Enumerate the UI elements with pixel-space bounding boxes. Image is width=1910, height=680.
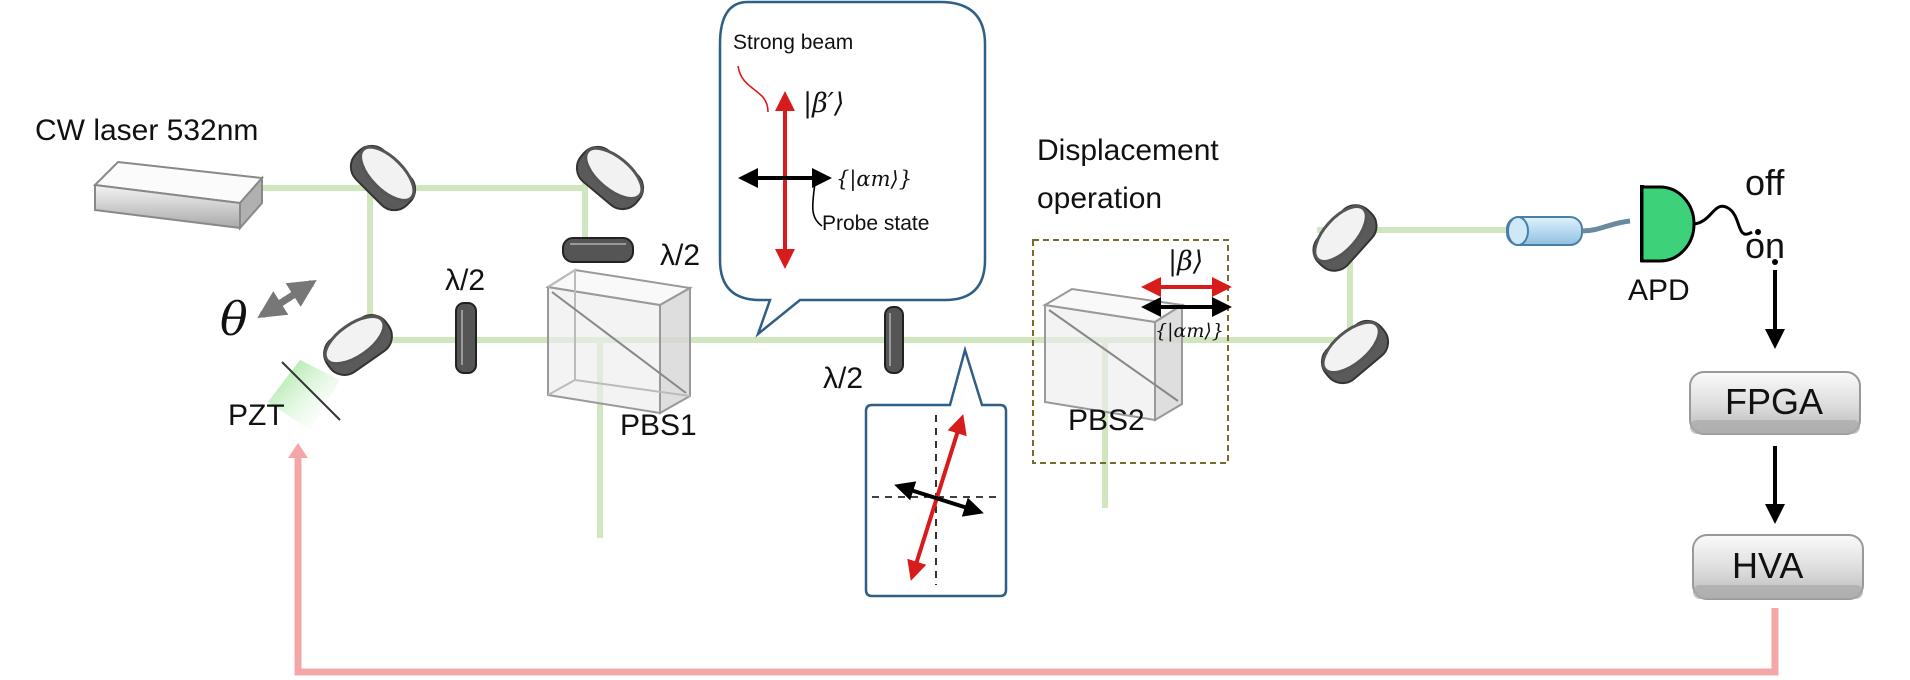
hva-label: HVA <box>1732 545 1803 586</box>
alpha-m-set-2: {|αm⟩} <box>1155 320 1224 342</box>
fpga-label: FPGA <box>1725 381 1823 422</box>
waveplate-icon <box>884 306 904 374</box>
beta-prime-ket: |β′⟩ <box>803 88 844 119</box>
half-wave-label-2: λ/2 <box>660 239 700 272</box>
beta-ket: |β⟩ <box>1168 246 1203 277</box>
mirror-icon <box>349 144 417 212</box>
alpha-m-set-1: {|αm⟩} <box>836 167 912 192</box>
strong-beam-label: Strong beam <box>733 31 853 54</box>
mirror-icon <box>323 314 393 376</box>
on-label: on <box>1745 225 1785 266</box>
rotated-probe-arrow <box>894 481 984 517</box>
displacement-box <box>1032 239 1229 464</box>
photodetector-icon <box>1640 185 1753 263</box>
probe-state-label: Probe state <box>822 212 929 235</box>
hva-box: HVA <box>1692 534 1864 600</box>
feedback-line <box>294 453 1779 676</box>
pbs1-label: PBS1 <box>620 409 697 442</box>
apd-label: APD <box>1628 274 1690 307</box>
mirror-icon <box>1312 204 1378 272</box>
theta-arrow <box>257 279 317 319</box>
beam-splitter-icon <box>545 268 693 415</box>
feedback-loop <box>288 443 1779 676</box>
feedback-arrowhead <box>288 443 308 458</box>
pzt-label: PZT <box>228 399 285 432</box>
pzt-glow <box>268 360 341 430</box>
waveplate-icon <box>455 302 477 374</box>
theta-label: θ <box>220 292 248 346</box>
fpga-box: FPGA <box>1689 371 1861 435</box>
laser-label: CW laser 532nm <box>35 114 258 147</box>
half-wave-label-3: λ/2 <box>823 362 863 395</box>
strong-beam-callout: Strong beam |β′⟩ {|αm⟩} Probe state <box>718 0 987 338</box>
waveplate-icon <box>562 237 634 263</box>
laser-icon <box>92 160 265 231</box>
mirror-icon <box>1320 319 1390 385</box>
mirror-icon <box>575 145 645 211</box>
fiber-coupler-icon <box>1506 216 1631 246</box>
displacement-label-line1: Displacement <box>1037 134 1219 167</box>
switch-icon <box>1755 229 1778 265</box>
displacement-label-line2: operation <box>1037 182 1162 215</box>
probe-state-pointer <box>811 182 823 227</box>
strong-beam-pointer <box>737 65 769 113</box>
half-wave-label-1: λ/2 <box>445 264 485 297</box>
off-label: off <box>1745 162 1785 203</box>
rotated-polarization-callout <box>864 345 1008 598</box>
pbs2-label: PBS2 <box>1068 404 1145 437</box>
